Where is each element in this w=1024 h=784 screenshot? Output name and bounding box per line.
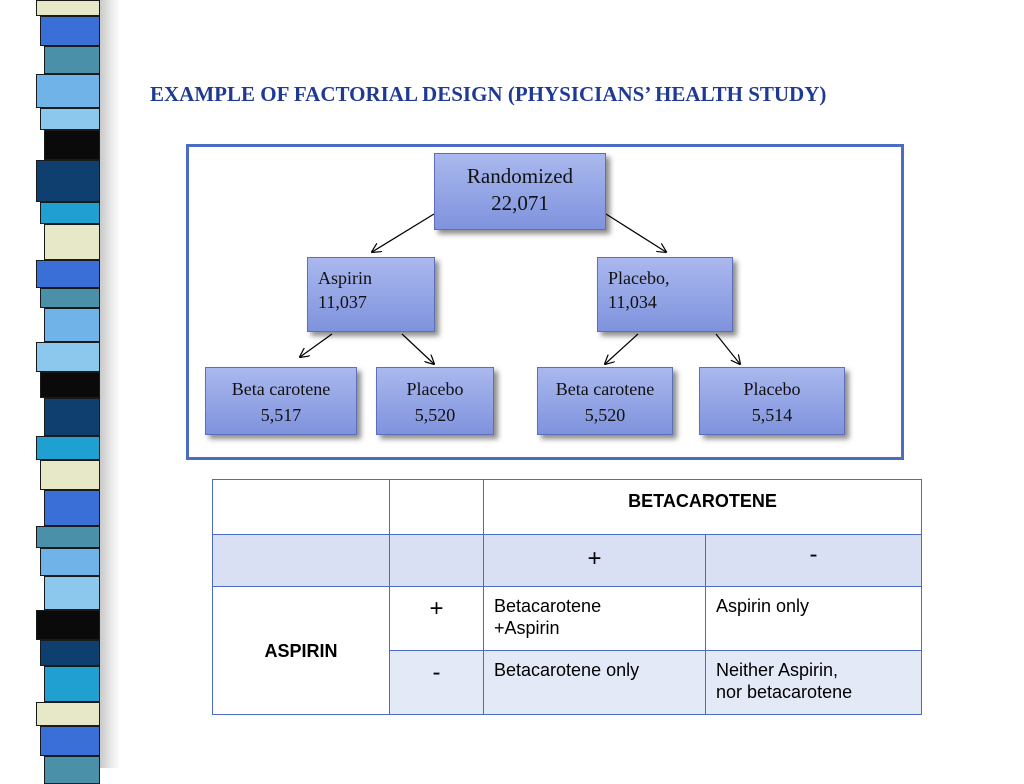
aspirin-minus-sign: - (432, 659, 441, 686)
cell-plus-plus-line2: +Aspirin (494, 618, 560, 638)
cell-minus-minus-line2: nor betacarotene (716, 682, 853, 702)
stripe-segment (36, 526, 100, 548)
stripe-segment (40, 108, 100, 130)
node-randomized-count: 22,071 (491, 191, 549, 215)
stripe-segment (44, 756, 100, 784)
stripe-segment (44, 490, 100, 526)
betacarotene-minus-cell: - (705, 534, 922, 587)
stripe-segment (40, 548, 100, 576)
cell-minus-plus: Betacarotene only (483, 650, 706, 715)
node-leaf-1: Beta carotene 5,517 (205, 367, 357, 435)
leaf-2-label: Placebo (406, 379, 464, 399)
betacarotene-minus-sign: - (809, 541, 818, 568)
leaf-3-count: 5,520 (584, 405, 626, 425)
cell-plus-minus: Aspirin only (705, 586, 922, 651)
leaf-4-label: Placebo (743, 379, 801, 399)
decorative-stripe-bar (0, 0, 120, 784)
aspirin-minus-cell: - (389, 650, 484, 715)
table-sign-row: + - (212, 534, 922, 587)
betacarotene-plus-sign: + (587, 545, 602, 572)
stripe-segment (36, 436, 100, 460)
node-placebo-label: Placebo, (608, 268, 670, 288)
cell-minus-minus-line1: Neither Aspirin, (716, 660, 839, 680)
header-empty-cell-2 (389, 479, 484, 535)
stripe-segment (44, 46, 100, 74)
stripe-segment (40, 16, 100, 46)
cell-minus-plus-text: Betacarotene only (494, 660, 640, 680)
stripe-segment (40, 640, 100, 666)
stripe-segment (36, 74, 100, 108)
aspirin-header-text: ASPIRIN (264, 640, 338, 661)
leaf-2-count: 5,520 (414, 405, 456, 425)
band-empty-cell-2 (389, 534, 484, 587)
node-aspirin-label: Aspirin (318, 268, 372, 288)
stripe-segment (44, 666, 100, 702)
cell-plus-plus: Betacarotene +Aspirin (483, 586, 706, 651)
stripe-segment (36, 610, 100, 640)
leaf-3-label: Beta carotene (555, 379, 655, 399)
node-randomized: Randomized 22,071 (434, 153, 606, 230)
leaf-4-count: 5,514 (751, 405, 793, 425)
cell-minus-minus: Neither Aspirin, nor betacarotene (705, 650, 922, 715)
node-randomized-label: Randomized (466, 164, 574, 188)
aspirin-header: ASPIRIN (212, 586, 390, 715)
table-row-aspirin-plus: ASPIRIN + Betacarotene +Aspirin Aspirin … (212, 586, 922, 715)
stripe-segment (44, 398, 100, 436)
stripe-segment (36, 260, 100, 288)
stripe-segment (44, 224, 100, 260)
betacarotene-header: BETACAROTENE (483, 479, 922, 535)
stripe-segment (40, 460, 100, 490)
node-placebo: Placebo, 11,034 (597, 257, 733, 332)
leaf-1-label: Beta carotene (231, 379, 331, 399)
node-placebo-count: 11,034 (608, 292, 657, 312)
stripe-segment (36, 702, 100, 726)
stripe-segment (40, 288, 100, 308)
factorial-table: BETACAROTENE + - ASPIRIN + Betacarotene … (212, 479, 922, 715)
node-aspirin-count: 11,037 (318, 292, 367, 312)
stripe-segment (36, 342, 100, 372)
betacarotene-header-text: BETACAROTENE (628, 491, 777, 511)
band-empty-cell-1 (212, 534, 390, 587)
header-empty-cell-1 (212, 479, 390, 535)
stripe-segment (44, 308, 100, 342)
slide-title: EXAMPLE OF FACTORIAL DESIGN (PHYSICIANS’… (150, 82, 827, 106)
stripe-column (36, 0, 100, 784)
stripe-segment (44, 130, 100, 160)
table-header-row: BETACAROTENE (212, 479, 922, 535)
table-row-aspirin-minus: - Betacarotene only Neither Aspirin, nor… (213, 650, 922, 715)
cell-plus-minus-text: Aspirin only (716, 596, 810, 616)
stripe-segment (40, 202, 100, 224)
stripe-segment (44, 576, 100, 610)
stripe-segment (36, 160, 100, 202)
stripe-segment (40, 726, 100, 756)
stripe-segment (40, 372, 100, 398)
node-leaf-4: Placebo 5,514 (699, 367, 845, 435)
stripe-segment (36, 0, 100, 16)
cell-plus-plus-line1: Betacarotene (494, 596, 602, 616)
leaf-1-count: 5,517 (260, 405, 302, 425)
aspirin-plus-cell: + (389, 586, 484, 651)
node-leaf-3: Beta carotene 5,520 (537, 367, 673, 435)
aspirin-plus-sign: + (429, 595, 444, 622)
betacarotene-plus-cell: + (483, 534, 706, 587)
node-leaf-2: Placebo 5,520 (376, 367, 494, 435)
node-aspirin: Aspirin 11,037 (307, 257, 435, 332)
